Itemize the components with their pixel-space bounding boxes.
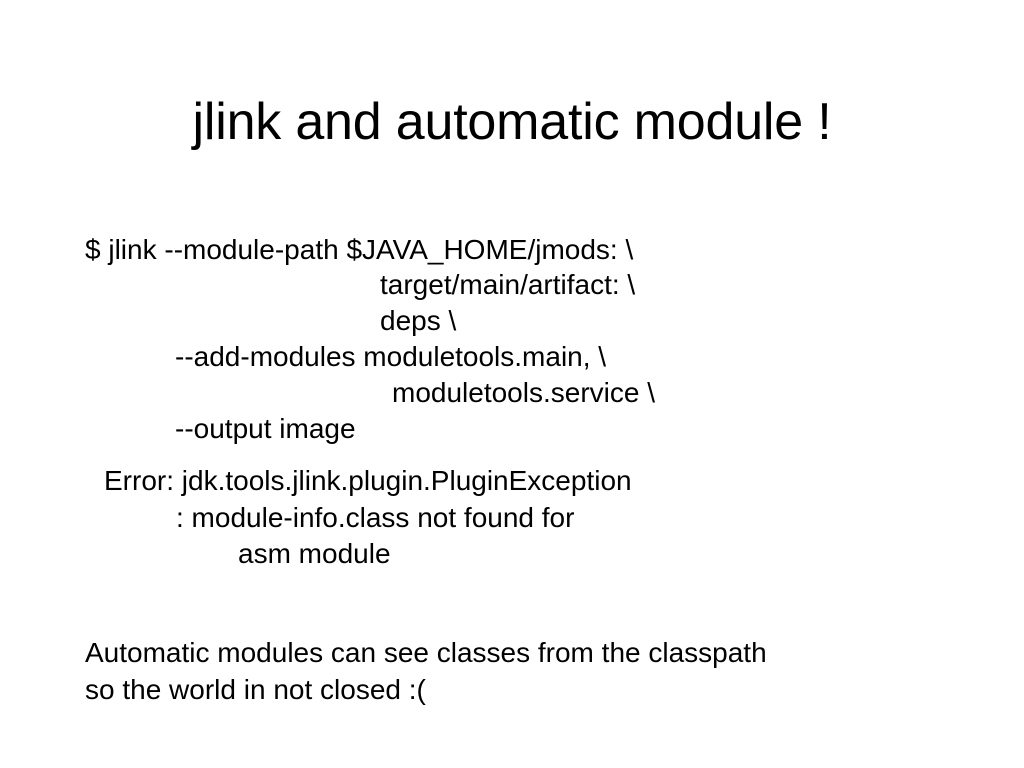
command-line: moduletools.service \: [392, 377, 656, 408]
slide-title: jlink and automatic module !: [192, 92, 832, 151]
command-line: $ jlink --module-path $JAVA_HOME/jmods: …: [85, 234, 634, 265]
error-line: : module-info.class not found for: [176, 502, 575, 533]
command-line: --add-modules moduletools.main, \: [175, 341, 607, 372]
command-line: target/main/artifact: \: [380, 269, 636, 300]
command-line: deps \: [380, 305, 457, 336]
summary-line: Automatic modules can see classes from t…: [85, 637, 767, 668]
error-line: Error: jdk.tools.jlink.plugin.PluginExce…: [104, 465, 632, 496]
command-line: --output image: [175, 413, 356, 444]
summary-line: so the world in not closed :(: [85, 674, 426, 705]
error-line: asm module: [238, 538, 391, 569]
